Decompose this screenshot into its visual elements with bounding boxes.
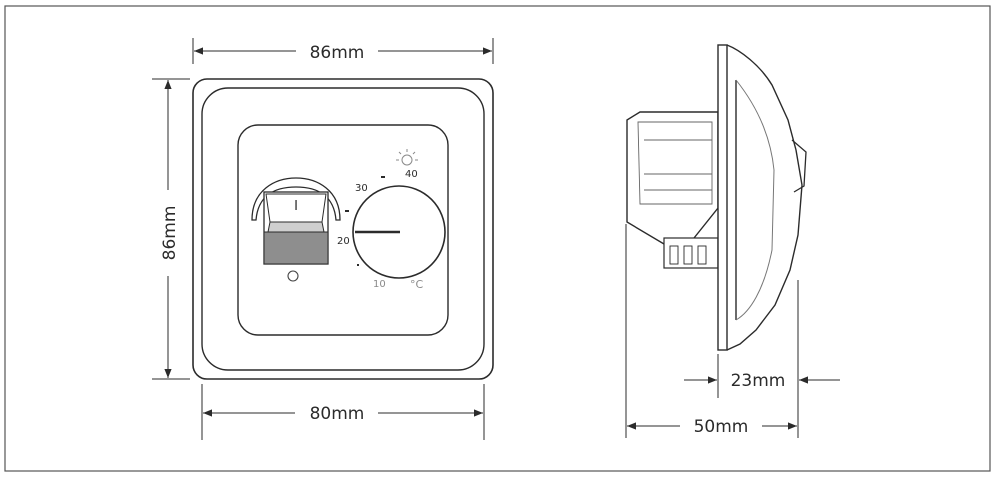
sun-icon <box>396 149 418 166</box>
switch-rocker-lower <box>263 231 329 265</box>
front-plate-outer <box>192 78 494 380</box>
side-cover-inner <box>735 79 775 321</box>
dimension-label: 23mm <box>731 371 786 391</box>
dimension-front-width-inner: 80mm <box>201 384 485 440</box>
switch-rocker-mid <box>267 221 325 233</box>
side-terminal-pin <box>683 245 693 265</box>
temperature-dial: 30 40 20 10 °C <box>337 149 446 291</box>
rocker-switch: I <box>251 177 341 282</box>
side-body <box>626 111 719 245</box>
side-terminal-pin <box>697 245 707 265</box>
outer-frame <box>4 5 991 472</box>
switch-on-mark: I <box>294 199 298 214</box>
front-insert <box>237 124 449 336</box>
scale-tick <box>381 176 385 178</box>
scale-tick <box>345 210 349 212</box>
unit-label: °C <box>410 278 424 291</box>
side-terminal <box>663 237 719 269</box>
dimension-label: 86mm <box>160 206 180 261</box>
front-plate-bevel <box>201 87 485 371</box>
side-cover-profile <box>726 44 803 351</box>
scale-tick <box>357 264 359 266</box>
side-knob-profile <box>791 139 807 193</box>
dimension-front-height: 86mm <box>152 78 190 380</box>
side-view: 23mm 50mm <box>625 44 840 438</box>
dimension-label: 80mm <box>310 404 365 424</box>
dimension-side-depth-front: 23mm <box>684 280 840 438</box>
dimension-side-depth-total: 50mm <box>625 224 797 438</box>
side-body-panel <box>637 121 713 205</box>
dimension-front-width-outer: 86mm <box>192 38 494 64</box>
scale-label-30: 30 <box>355 183 368 194</box>
scale-label-20: 20 <box>337 236 350 247</box>
side-terminal-pin <box>669 245 679 265</box>
indicator-led <box>287 270 299 282</box>
switch-hood <box>251 177 341 221</box>
scale-label-10: 10 <box>373 279 386 290</box>
front-view: I 30 40 20 10 °C <box>152 38 494 440</box>
scale-label-40: 40 <box>405 169 418 180</box>
dimension-label: 50mm <box>694 417 749 437</box>
side-mounting-plate <box>717 44 728 351</box>
dimension-label: 86mm <box>310 43 365 63</box>
